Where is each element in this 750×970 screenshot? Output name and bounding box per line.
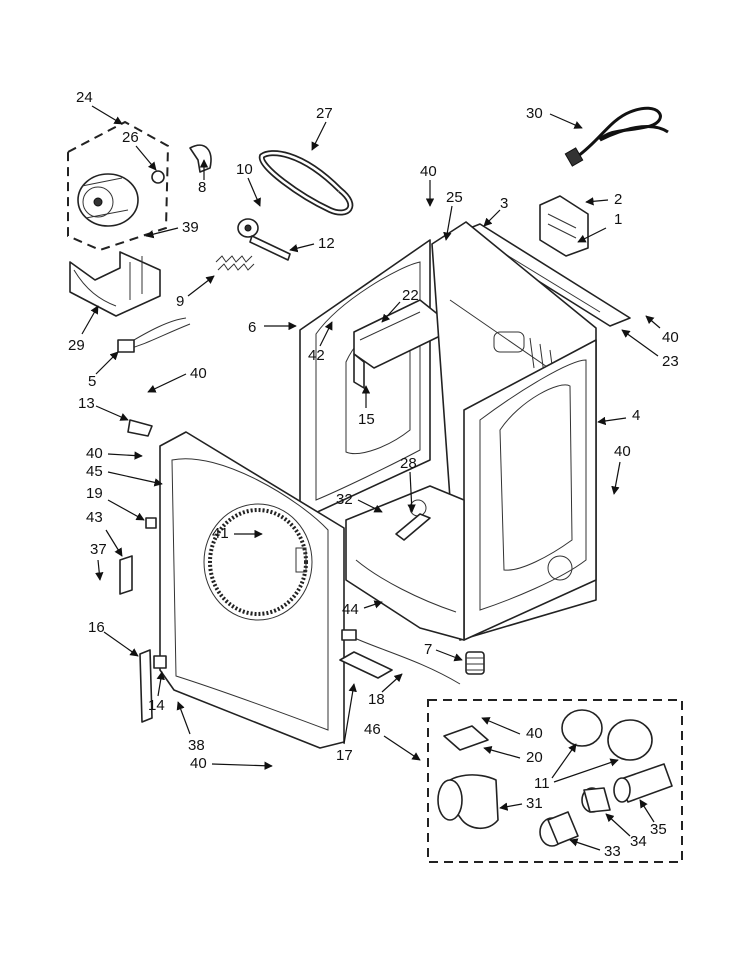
idler-pulley <box>237 218 291 261</box>
label-46: 46 <box>364 721 381 738</box>
mounting-bracket <box>353 299 441 389</box>
label-2: 2 <box>614 191 622 208</box>
label-6: 6 <box>248 319 256 336</box>
label-4: 4 <box>632 407 640 424</box>
exhaust-hood-right <box>607 719 653 761</box>
label-40-c: 40 <box>662 329 679 346</box>
label-44: 44 <box>342 601 359 618</box>
label-17: 17 <box>336 747 353 764</box>
exhaust-hood-left <box>561 709 603 747</box>
label-11: 11 <box>534 775 550 792</box>
label-29: 29 <box>68 337 85 354</box>
leveling-leg <box>465 651 485 675</box>
power-cord <box>564 106 669 167</box>
label-42: 42 <box>308 347 325 364</box>
label-27: 27 <box>316 105 333 122</box>
front-trim <box>139 649 153 723</box>
exhaust-cover <box>443 725 489 751</box>
label-20: 20 <box>526 749 543 766</box>
exhaust-tube <box>613 763 673 803</box>
motor-assembly-dashed-outline <box>67 120 170 252</box>
terminal-harness <box>341 629 461 685</box>
front-panel <box>159 431 345 749</box>
idler-spring <box>215 255 255 271</box>
harness-clip <box>127 419 153 437</box>
label-19: 19 <box>86 485 103 502</box>
label-26: 26 <box>122 129 139 146</box>
kick-plate <box>339 651 393 679</box>
label-1: 1 <box>614 211 622 228</box>
label-38: 38 <box>188 737 205 754</box>
label-33: 33 <box>604 843 621 860</box>
label-18: 18 <box>368 691 385 708</box>
exhaust-clamp <box>539 811 579 847</box>
label-16: 16 <box>88 619 105 636</box>
label-40-a: 40 <box>190 365 207 382</box>
label-3: 3 <box>500 195 508 212</box>
label-37: 37 <box>90 541 107 558</box>
exhaust-kit-dashed-outline <box>427 699 683 863</box>
motor-wire-harness <box>117 317 191 353</box>
motor-bracket <box>189 144 212 173</box>
drive-motor <box>77 170 165 227</box>
label-13: 13 <box>78 395 95 412</box>
label-40-b: 40 <box>420 163 437 180</box>
control-bracket <box>539 195 589 257</box>
label-40-g: 40 <box>526 725 543 742</box>
label-7: 7 <box>424 641 432 658</box>
label-39: 39 <box>182 219 199 236</box>
label-10: 10 <box>236 161 253 178</box>
part-callouts: 24 26 8 39 29 5 40 13 27 10 12 9 <box>68 89 679 860</box>
label-32: 32 <box>336 491 353 508</box>
label-9: 9 <box>176 293 184 310</box>
label-43: 43 <box>86 509 103 526</box>
label-30: 30 <box>526 105 543 122</box>
label-28: 28 <box>400 455 417 472</box>
label-5: 5 <box>88 373 96 390</box>
label-22: 22 <box>402 287 419 304</box>
exhaust-elbow <box>437 774 499 830</box>
label-40-f: 40 <box>190 755 207 772</box>
label-25: 25 <box>446 189 463 206</box>
label-41: 41 <box>212 525 229 542</box>
label-31: 31 <box>526 795 543 812</box>
label-34: 34 <box>630 833 647 850</box>
label-23: 23 <box>662 353 679 370</box>
cabinet-side-panel <box>299 239 431 521</box>
label-24: 24 <box>76 89 93 106</box>
label-35: 35 <box>650 821 667 838</box>
base-strap <box>395 513 431 541</box>
label-12: 12 <box>318 235 335 252</box>
door-switch <box>145 517 157 529</box>
label-14: 14 <box>148 697 165 714</box>
exhaust-coupler <box>581 787 611 813</box>
trim-clip <box>153 655 167 669</box>
label-8: 8 <box>198 179 206 196</box>
door-latch <box>119 555 133 595</box>
label-40-e: 40 <box>86 445 103 462</box>
label-15: 15 <box>358 411 375 428</box>
cabinet-base <box>345 485 465 641</box>
label-45: 45 <box>86 463 103 480</box>
label-40-d: 40 <box>614 443 631 460</box>
motor-mount <box>69 251 161 317</box>
